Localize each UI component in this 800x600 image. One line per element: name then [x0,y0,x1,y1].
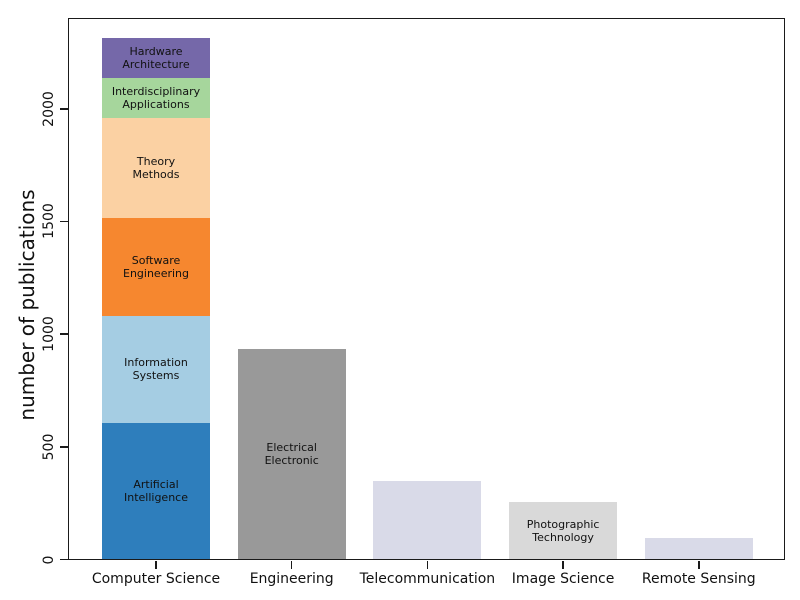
x-tick-label: Computer Science [91,571,221,587]
bar-segment: Theory Methods [102,118,210,218]
bar-segment-label: Software Engineering [123,253,189,280]
bar-segment-label: Information Systems [124,356,188,383]
bar-segment-label: Hardware Architecture [122,45,190,72]
x-tick [698,560,700,569]
x-tick [426,560,429,569]
bar-segment-label: Photographic Technology [526,517,600,544]
bar-segment: Interdisciplinary Applications [102,77,210,119]
y-axis-label: number of publications [15,189,39,421]
y-tick [59,220,68,223]
y-tick-label: 500 [41,433,57,461]
bar-segment-label: Artificial Intelligence [123,477,188,504]
y-tick [59,446,68,448]
x-tick-label: Telecommunication [359,571,496,587]
bar-segment: Hardware Architecture [102,38,210,78]
bar-segment-label: Theory Methods [132,155,180,181]
y-tick-label: 1500 [41,203,57,240]
bar-segment: Electrical Electronic [237,349,346,559]
bar-segment [373,480,482,559]
y-tick-label: 2000 [41,90,57,127]
bar-segment: Photographic Technology [509,502,618,559]
bar-segment-label: Electrical Electronic [264,441,319,468]
x-tick [290,560,293,569]
bar-segment: Software Engineering [102,217,210,316]
y-tick-label: 0 [41,555,57,564]
bar-segment-label: Interdisciplinary Applications [111,85,201,112]
bar-segment: Artificial Intelligence [102,422,210,559]
x-tick [562,560,564,569]
x-tick-label: Engineering [249,571,334,587]
x-tick [155,560,157,569]
x-tick-label: Remote Sensing [641,571,756,587]
y-tick [59,333,68,335]
bar-segment: Information Systems [102,315,210,423]
y-tick [59,108,68,110]
y-tick [59,558,68,561]
x-tick-label: Image Science [511,571,615,587]
y-tick-label: 1000 [41,316,57,352]
bar-segment [644,537,753,559]
